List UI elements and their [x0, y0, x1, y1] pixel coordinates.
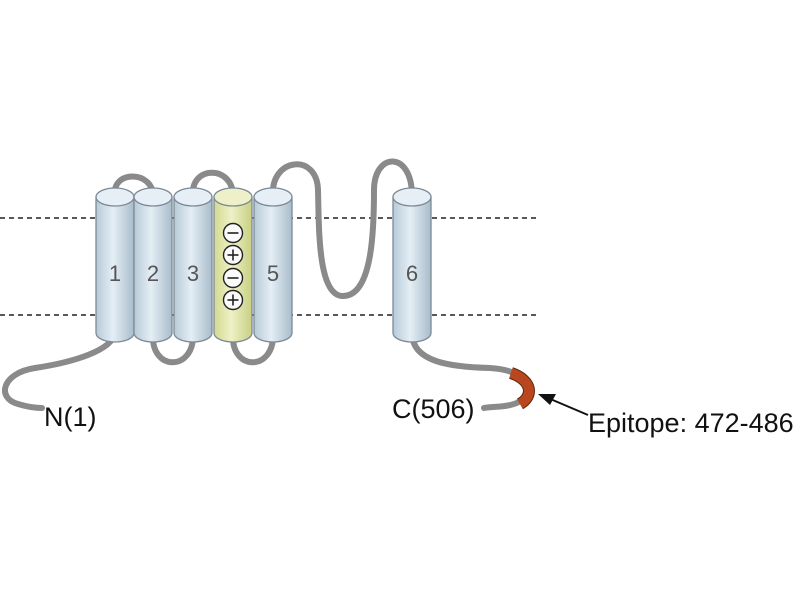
helix-cap	[133, 187, 173, 207]
n-terminal-tail	[2, 330, 118, 411]
helix-cap	[253, 187, 293, 207]
helix-cap	[392, 187, 432, 207]
c-terminus-label: C(506)	[392, 394, 475, 424]
helix-body	[133, 196, 173, 343]
loop-s3-s4	[189, 169, 236, 199]
helix-2: 2	[133, 187, 173, 343]
epitope-segment	[509, 368, 534, 409]
negative-charge	[222, 267, 244, 289]
helix-body	[253, 196, 293, 343]
polypeptide-chain	[2, 158, 535, 411]
helix-4	[213, 187, 253, 343]
positive-charge	[222, 289, 244, 311]
loop-s5-pore-s6	[269, 158, 415, 299]
negative-charge	[222, 222, 244, 244]
helix-number-label: 3	[187, 261, 199, 286]
helix-3: 3	[173, 187, 213, 343]
helix-number-label: 1	[109, 261, 121, 286]
helix-number-label: 2	[147, 261, 159, 286]
helix-cap	[213, 187, 253, 207]
helix-number-label: 6	[406, 261, 418, 286]
loop-s2-s3	[149, 330, 197, 366]
helix-cap	[173, 187, 213, 207]
positive-charge	[222, 244, 244, 266]
helix-1: 1	[95, 187, 135, 343]
transmembrane-helices: 1 2 3 5 6	[95, 187, 432, 343]
n-terminus-label: N(1)	[44, 402, 97, 432]
helix-5: 5	[253, 187, 293, 343]
epitope-label: Epitope: 472-486	[588, 408, 794, 438]
loop-s4-s5	[229, 330, 277, 366]
helix-body	[173, 196, 213, 343]
helix-6: 6	[392, 187, 432, 343]
helix-number-label: 5	[267, 261, 279, 286]
helix-cap	[95, 187, 135, 207]
helix-body	[392, 196, 432, 343]
epitope-arrow	[538, 394, 589, 416]
